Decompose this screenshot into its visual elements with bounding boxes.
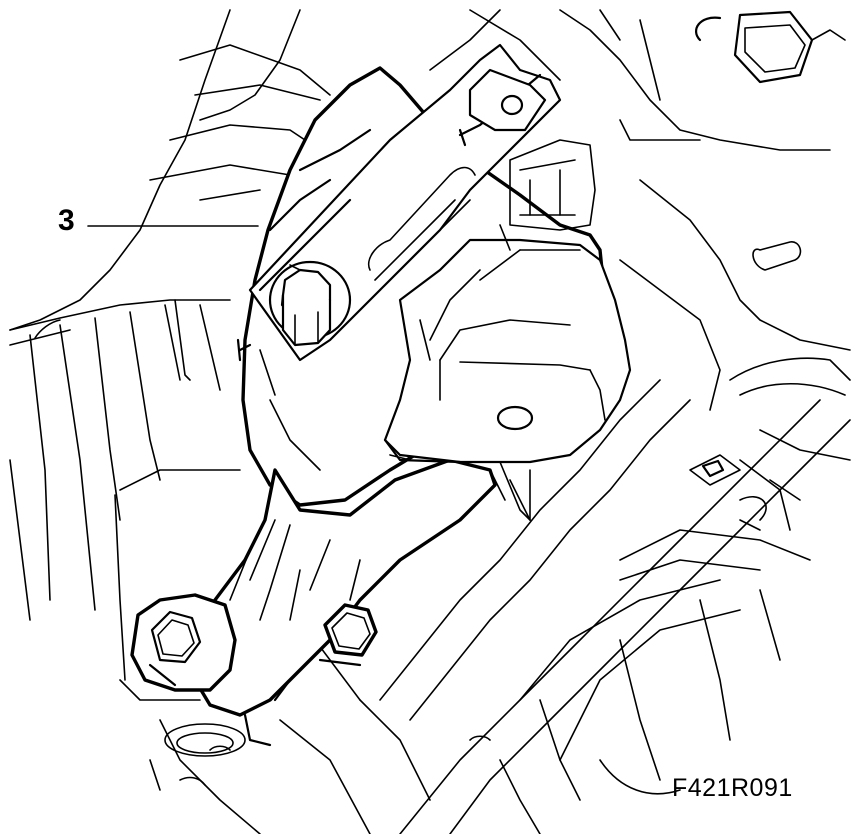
center-bolt [268, 260, 352, 347]
callout-label-3: 3 [58, 204, 75, 237]
figure-code: F421R091 [672, 774, 793, 802]
strut-arm [130, 458, 497, 747]
mount-bracket [248, 43, 632, 521]
background-structure [9, 9, 851, 834]
